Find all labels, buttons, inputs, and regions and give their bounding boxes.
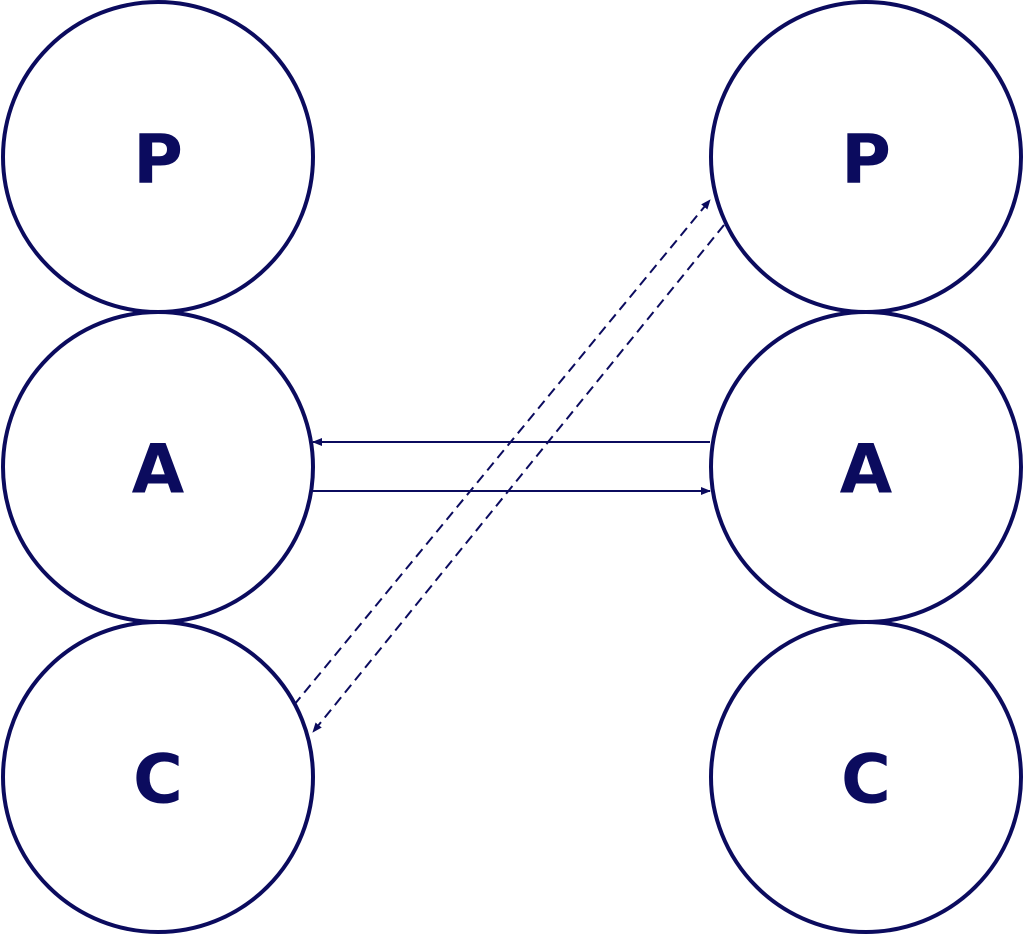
arrow-right-parent-to-left-child — [312, 224, 725, 733]
right-child-circle — [709, 620, 1023, 934]
left-adult-label: A — [132, 431, 185, 510]
right-parent-label: P — [841, 121, 891, 200]
left-child-label: C — [133, 741, 183, 820]
left-child-circle — [1, 620, 315, 934]
left-parent-label: P — [133, 121, 183, 200]
left-person: P A C — [1, 0, 315, 934]
right-person: P A C — [709, 0, 1023, 934]
right-adult-label: A — [840, 431, 893, 510]
right-child-label: C — [841, 741, 891, 820]
arrow-left-child-to-right-parent — [293, 199, 711, 706]
